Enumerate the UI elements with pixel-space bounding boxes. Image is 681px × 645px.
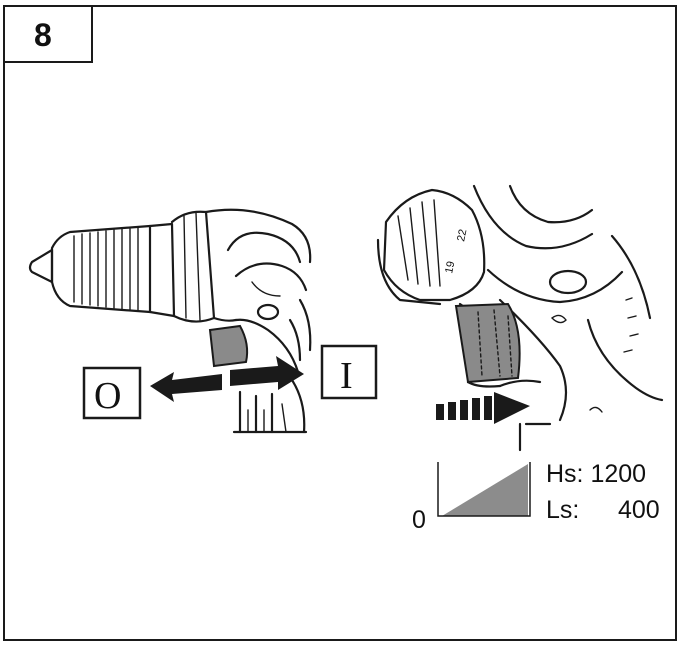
dashed-arrow-icon (436, 392, 530, 424)
chuck-ridges (73, 227, 139, 311)
figure-frame (3, 5, 677, 641)
direction-knob (256, 303, 280, 321)
switch-off-label: O (94, 375, 121, 417)
arrow-left-icon (150, 372, 222, 402)
chuck-mark-19: 19 (443, 260, 457, 274)
switch-on-label: I (340, 355, 353, 397)
drill-illustration-right: 19 22 (376, 184, 664, 452)
chuck-mark-22: 22 (455, 228, 469, 242)
low-speed-key: Ls: (546, 496, 579, 524)
arrow-right-icon (230, 356, 304, 390)
drill-illustration-left (28, 208, 312, 434)
trigger-icon (208, 324, 249, 368)
drill-chuck-icon (28, 248, 54, 284)
trigger-detail-icon (454, 302, 521, 384)
step-number: 8 (34, 17, 52, 53)
speed-ramp-icon (437, 462, 531, 517)
high-speed-label: Hs: 1200 (546, 460, 646, 488)
low-speed-value: 400 (618, 496, 660, 524)
switch-on-box (320, 344, 378, 400)
chuck-detail-icon (382, 188, 486, 302)
switch-off-box (82, 366, 142, 420)
direction-knob-detail (548, 269, 588, 295)
speed-zero-label: 0 (412, 506, 426, 534)
